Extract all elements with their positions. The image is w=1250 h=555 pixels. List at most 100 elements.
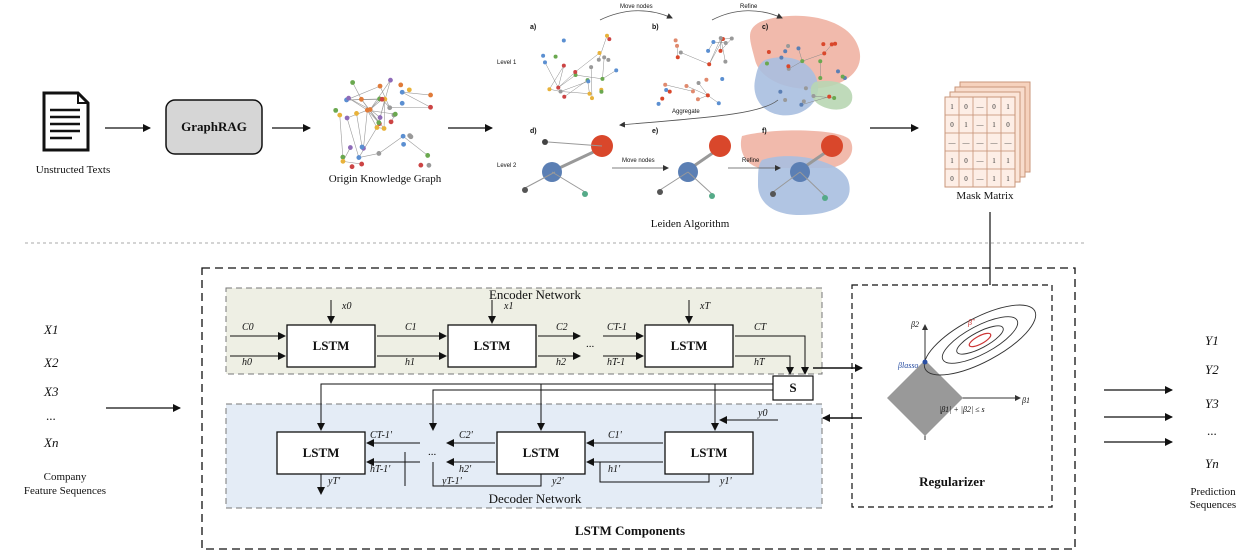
refine-label-2: Refine bbox=[742, 158, 760, 164]
label-x1: x1 bbox=[504, 301, 514, 312]
output-y1: Y1 bbox=[1205, 333, 1219, 348]
feature-sequences-label: Feature Sequences bbox=[23, 485, 107, 497]
matrix-cell: — bbox=[976, 121, 985, 129]
beta1-axis-label: β1 bbox=[1022, 396, 1030, 405]
matrix-cell: — bbox=[990, 139, 999, 147]
encoder-lstm-cell-1 bbox=[286, 324, 376, 368]
encoder-lstm-cell-3 bbox=[644, 324, 734, 368]
label-y2p: y2' bbox=[552, 476, 564, 487]
label-cT1: CT-1 bbox=[607, 322, 627, 333]
beta2-axis-label: β2 bbox=[911, 320, 919, 329]
document-icon bbox=[42, 91, 90, 152]
lasso-plot bbox=[887, 304, 1037, 440]
label-c2p: C2' bbox=[459, 430, 473, 441]
label-c0: C0 bbox=[242, 322, 254, 333]
label-yTp: yT' bbox=[328, 476, 341, 487]
matrix-cell: — bbox=[976, 157, 985, 165]
matrix-cell: — bbox=[962, 139, 971, 147]
label-xT: xT bbox=[700, 301, 710, 312]
matrix-cell: — bbox=[1004, 139, 1013, 147]
encoder-cell-1-label: LSTM bbox=[312, 338, 350, 353]
regularizer-title: Regularizer bbox=[919, 474, 985, 489]
label-yT1p: yT-1' bbox=[442, 476, 462, 487]
output-arrows bbox=[1104, 386, 1173, 446]
label-h0: h0 bbox=[242, 357, 252, 368]
leiden-algorithm-label: Leiden Algorithm bbox=[650, 218, 730, 230]
leiden-algorithm-figure bbox=[522, 10, 861, 215]
matrix-cell: 0 bbox=[950, 175, 954, 183]
origin-kg-label: Origin Knowledge Graph bbox=[328, 173, 442, 185]
level2-nodes bbox=[522, 135, 843, 201]
encoder-network-title: Encoder Network bbox=[488, 287, 582, 302]
encoder-cell-3-label: LSTM bbox=[670, 338, 708, 353]
mask-matrix-label: Mask Matrix bbox=[956, 190, 1014, 202]
output-y3: Y3 bbox=[1205, 396, 1219, 411]
graphrag-box bbox=[165, 99, 263, 155]
output-y2: Y2 bbox=[1205, 362, 1219, 377]
refine-label-1: Refine bbox=[740, 4, 758, 10]
label-c1p: C1' bbox=[608, 430, 622, 441]
context-distribution-arrows bbox=[317, 383, 778, 431]
encoder-cell-2-label: LSTM bbox=[473, 338, 511, 353]
input-x1: X1 bbox=[44, 322, 59, 337]
encoder-dots: ... bbox=[586, 338, 595, 350]
matrix-cell: — bbox=[948, 139, 957, 147]
matrix-cell: 1 bbox=[1006, 103, 1010, 111]
decoder-lstm-cell-2 bbox=[496, 431, 586, 475]
beta-hat-label: β̂ bbox=[968, 318, 972, 327]
knowledge-graph-icon bbox=[333, 77, 433, 170]
label-cT: CT bbox=[754, 322, 767, 333]
label-x0: x0 bbox=[342, 301, 352, 312]
lasso-diamond bbox=[887, 360, 963, 436]
level2-label: Level 2 bbox=[497, 163, 517, 169]
decoder-lstm-cell-3 bbox=[276, 431, 366, 475]
lstm-components-box bbox=[201, 267, 1076, 550]
panel-d-label: d) bbox=[530, 128, 537, 135]
decoder-lstm-cell-1 bbox=[664, 431, 754, 475]
matrix-cell: 1 bbox=[992, 121, 996, 129]
panel-c-label: c) bbox=[762, 24, 769, 31]
label-h1: h1 bbox=[405, 357, 415, 368]
panel-e-label: e) bbox=[652, 128, 659, 135]
matrix-cell: — bbox=[976, 175, 985, 183]
beta-lasso-label: βlasso bbox=[898, 361, 919, 370]
error-contours bbox=[923, 304, 1037, 376]
s-box bbox=[772, 375, 814, 401]
panel-a-label: a) bbox=[530, 24, 537, 31]
encoder-arrows bbox=[230, 300, 809, 375]
label-hT: hT bbox=[754, 357, 765, 368]
decoder-dots: ... bbox=[428, 446, 437, 458]
company-label: Company bbox=[43, 471, 87, 483]
matrix-cell: 0 bbox=[964, 175, 968, 183]
input-dots: ... bbox=[46, 408, 56, 423]
matrix-cell: 1 bbox=[992, 157, 996, 165]
graphrag-label: GraphRAG bbox=[181, 119, 247, 134]
decoder-cell-3-label: LSTM bbox=[302, 445, 340, 460]
matrix-cell: 1 bbox=[950, 157, 954, 165]
lstm-components-title: LSTM Components bbox=[574, 523, 686, 538]
label-h2: h2 bbox=[556, 357, 566, 368]
label-c2: C2 bbox=[556, 322, 568, 333]
label-y0: y0 bbox=[758, 408, 768, 419]
level1-label: Level 1 bbox=[497, 60, 517, 66]
decoder-network-title: Decoder Network bbox=[488, 491, 582, 506]
matrix-cell: 1 bbox=[964, 121, 968, 129]
s-label: S bbox=[789, 380, 797, 395]
sequences-label: Sequences bbox=[1189, 499, 1237, 511]
output-yn: Yn bbox=[1205, 456, 1219, 471]
prediction-label: Prediction bbox=[1190, 486, 1236, 498]
matrix-cell: 1 bbox=[950, 103, 954, 111]
panel-b-label: b) bbox=[652, 24, 659, 31]
arrow-inputs-to-model bbox=[106, 404, 181, 412]
decoder-arrows bbox=[317, 439, 710, 495]
matrix-cell: 1 bbox=[1006, 175, 1010, 183]
label-h2p: h2' bbox=[459, 464, 472, 475]
label-h1p: h1' bbox=[608, 464, 621, 475]
move-nodes-label-2: Move nodes bbox=[622, 158, 655, 164]
matrix-cell: 0 bbox=[950, 121, 954, 129]
label-hTp: hT-1' bbox=[370, 464, 391, 475]
matrix-cell: 0 bbox=[964, 103, 968, 111]
label-hT1: hT-1 bbox=[607, 357, 626, 368]
encoder-lstm-cell-2 bbox=[447, 324, 537, 368]
